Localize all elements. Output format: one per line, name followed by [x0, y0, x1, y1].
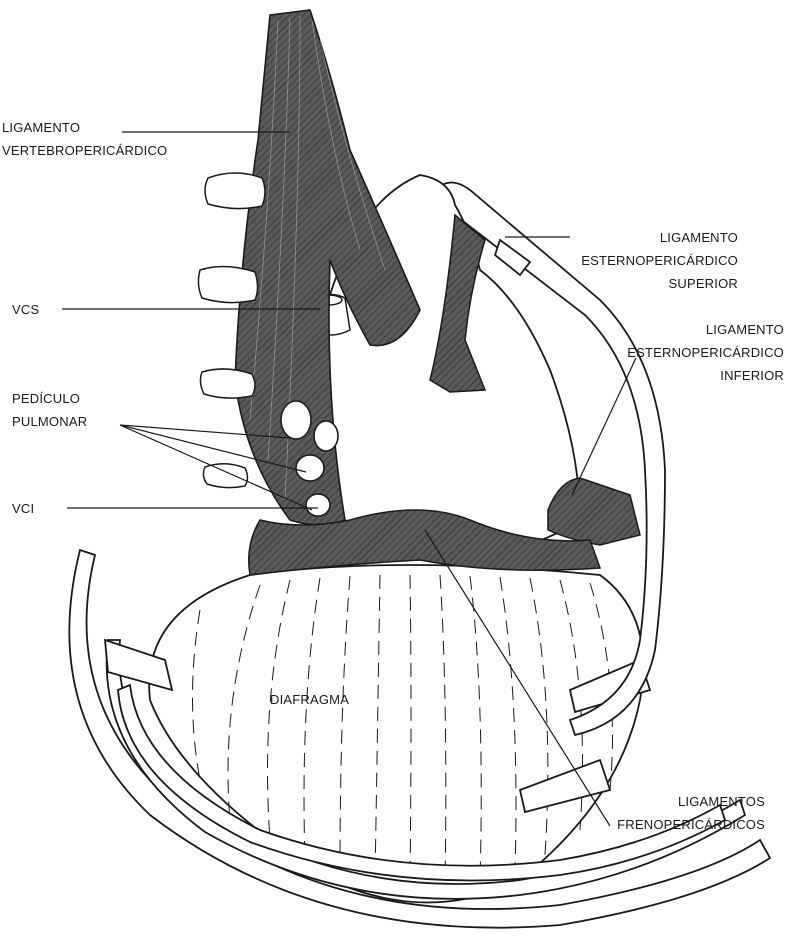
label-esternopericardico-inferior: LIGAMENTO ESTERNOPERICÁRDICO INFERIOR	[600, 318, 784, 387]
label-diafragma: DIAFRAGMA	[270, 688, 349, 711]
label-line: VCS	[12, 298, 39, 321]
label-vci: VCI	[12, 497, 34, 520]
label-line: INFERIOR	[600, 364, 784, 387]
label-line: PEDÍCULO	[12, 387, 87, 410]
sternopericardial-inferior-ligament	[548, 478, 640, 545]
label-pediculo-pulmonar: PEDÍCULO PULMONAR	[12, 387, 87, 433]
label-frenopericardicos: LIGAMENTOS FRENOPERICÁRDICOS	[575, 790, 765, 836]
label-line: LIGAMENTO	[2, 116, 167, 139]
label-esternopericardico-superior: LIGAMENTO ESTERNOPERICÁRDICO SUPERIOR	[560, 226, 738, 295]
label-line: LIGAMENTO	[600, 318, 784, 341]
label-line: FRENOPERICÁRDICOS	[575, 813, 765, 836]
label-line: PULMONAR	[12, 410, 87, 433]
label-line: VCI	[12, 497, 34, 520]
label-line: LIGAMENTOS	[575, 790, 765, 813]
label-line: ESTERNOPERICÁRDICO	[560, 249, 738, 272]
label-vcs: VCS	[12, 298, 39, 321]
label-line: LIGAMENTO	[560, 226, 738, 249]
label-line: VERTEBROPERICÁRDICO	[2, 139, 167, 162]
label-line: ESTERNOPERICÁRDICO	[600, 341, 784, 364]
label-line: DIAFRAGMA	[270, 688, 349, 711]
label-line: SUPERIOR	[560, 272, 738, 295]
label-vertebropericardico: LIGAMENTO VERTEBROPERICÁRDICO	[2, 116, 167, 162]
